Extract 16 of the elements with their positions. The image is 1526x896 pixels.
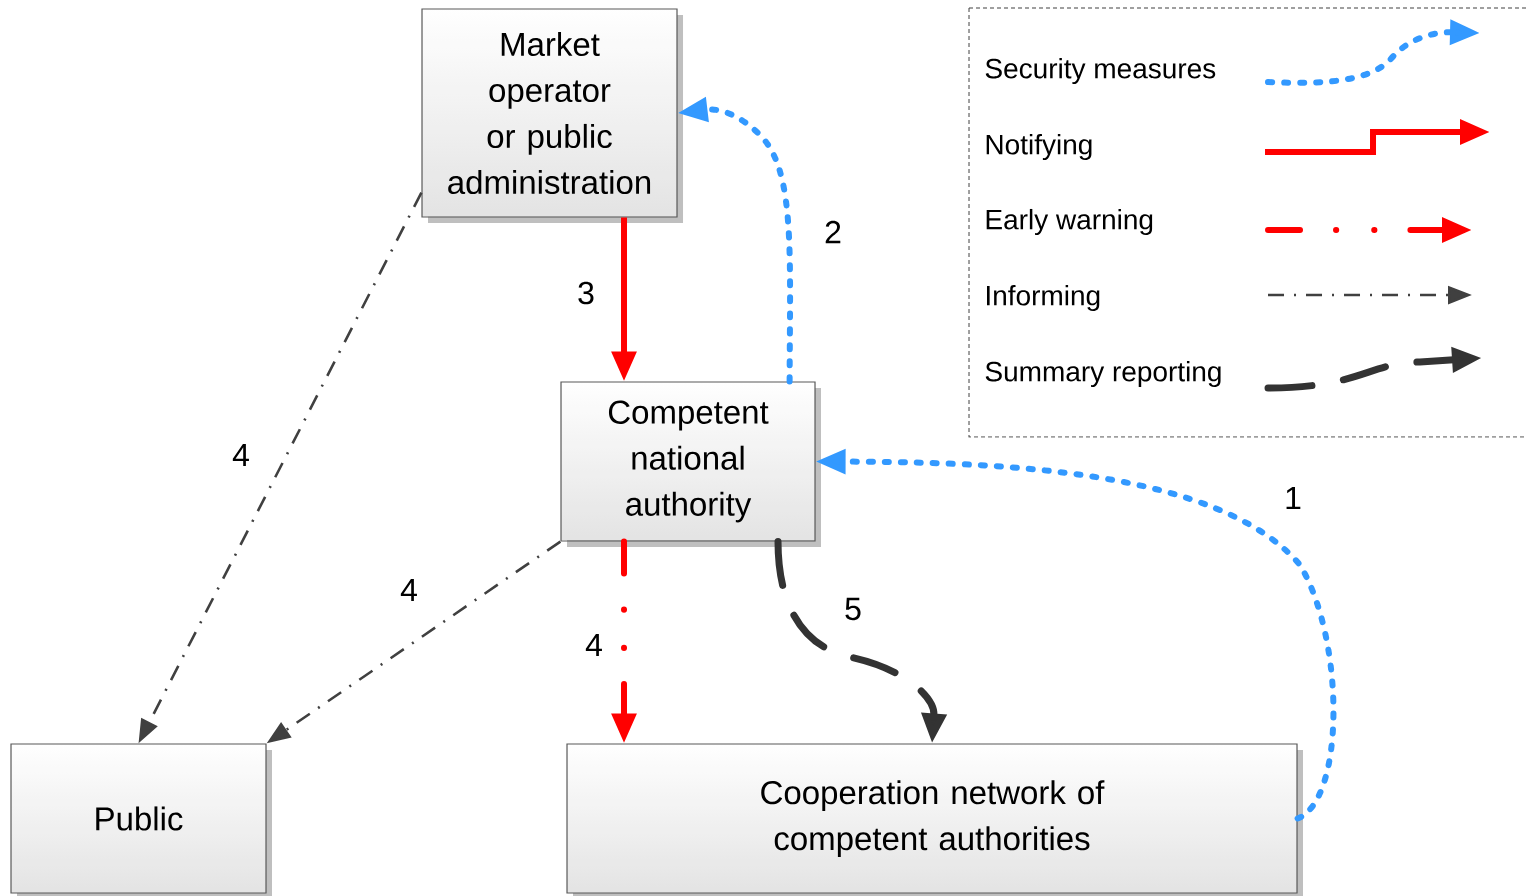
edge-label: 3 [574, 278, 598, 308]
edge-label: 4 [397, 576, 421, 604]
process-box: Competent national authority [560, 381, 821, 547]
legend-label: Informing [987, 284, 1100, 312]
process-box: Public [10, 743, 272, 896]
legend-label: Early warning [986, 208, 1153, 236]
legend-label: Security measures [985, 57, 1216, 85]
process-box: Market operator or public administration [421, 8, 683, 223]
edge-label: 5 [841, 594, 865, 624]
legend-label: Notifying [986, 133, 1092, 161]
edge-label: 1 [1281, 484, 1305, 512]
process-box: Cooperation network of competent authorities [566, 743, 1303, 896]
legend-label: Summary reporting [985, 360, 1221, 388]
edge-label: 4 [582, 631, 606, 659]
edge-label: 4 [229, 441, 253, 469]
edge-label: 2 [821, 217, 845, 247]
